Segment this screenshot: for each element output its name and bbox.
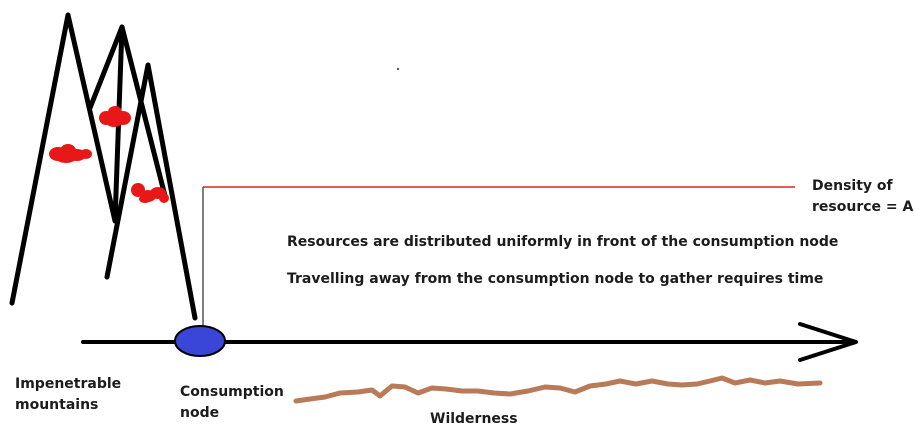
consumption-node	[174, 325, 226, 357]
resource-blob	[99, 106, 131, 127]
wilderness-label: Wilderness	[430, 411, 518, 427]
consumption-node-label: Consumption node	[180, 384, 284, 421]
mountain-outline	[87, 24, 125, 111]
mountains-label: Impenetrable mountains	[15, 376, 122, 413]
wilderness-line	[293, 375, 823, 404]
density-label: Density of resource = A	[812, 178, 914, 215]
resources-uniform-text: Resources are distributed uniformly in f…	[287, 234, 839, 250]
travel-time-text: Travelling away from the consumption nod…	[287, 271, 824, 287]
resource-blob	[49, 144, 92, 163]
density-indicator	[202, 186, 795, 330]
resource-blobs	[49, 106, 169, 203]
mountains	[9, 12, 198, 321]
stray-dot	[396, 67, 400, 71]
mountain-outline	[104, 62, 198, 321]
resource-blob	[131, 183, 169, 203]
axis-arrowhead	[798, 322, 858, 362]
mountain-outline	[9, 12, 168, 306]
